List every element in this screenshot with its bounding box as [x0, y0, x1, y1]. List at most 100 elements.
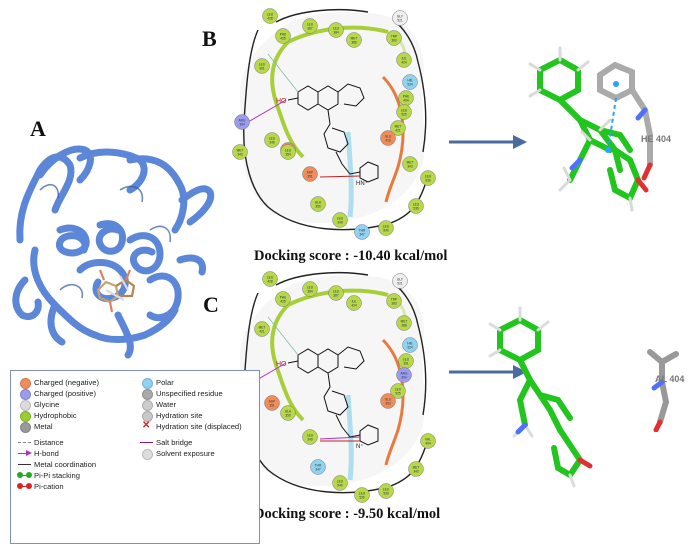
legend-circle-icon — [17, 411, 33, 422]
legend-arrow-icon — [17, 449, 33, 458]
svg-text:THR: THR — [359, 229, 366, 233]
legend-circle-icon — [139, 389, 155, 400]
svg-text:THR: THR — [315, 464, 322, 468]
svg-text:353: 353 — [385, 402, 391, 406]
svg-text:347: 347 — [315, 468, 321, 472]
arrow-b — [449, 135, 527, 149]
legend-label: Hydration site (displaced) — [156, 422, 242, 431]
legend-circle-icon — [139, 378, 155, 389]
svg-text:PHE: PHE — [403, 95, 410, 99]
svg-text:MET: MET — [401, 320, 408, 324]
legend-dashed-line-icon — [17, 438, 33, 447]
svg-text:LEU: LEU — [337, 480, 344, 484]
svg-text:GLY: GLY — [397, 15, 404, 19]
svg-text:LEU: LEU — [425, 175, 432, 179]
svg-text:383: 383 — [391, 39, 397, 43]
legend-label: Hydration site — [156, 411, 203, 420]
svg-text:LEU: LEU — [333, 290, 340, 294]
svg-text:GLY: GLY — [397, 278, 404, 282]
svg-text:540: 540 — [383, 229, 389, 233]
panel-c-label: C — [203, 292, 219, 317]
svg-text:HIE: HIE — [407, 79, 412, 83]
svg-text:425: 425 — [280, 37, 286, 41]
svg-text:536: 536 — [359, 496, 365, 500]
svg-text:351: 351 — [269, 404, 275, 408]
legend-circle-icon — [17, 422, 33, 433]
svg-text:MET: MET — [237, 149, 244, 153]
svg-text:ARG: ARG — [239, 119, 246, 123]
legend-label: Charged (positive) — [34, 389, 97, 398]
residue-label-c: AL 404 — [655, 374, 685, 384]
svg-text:LEU: LEU — [267, 13, 274, 17]
svg-text:419: 419 — [385, 139, 391, 143]
svg-text:HN⁺: HN⁺ — [356, 180, 368, 187]
legend-line-icon — [17, 460, 33, 469]
svg-text:LEU: LEU — [333, 27, 340, 31]
ligand-3d-pose-c — [488, 306, 593, 488]
legend-label: Metal — [34, 422, 53, 431]
svg-text:383: 383 — [391, 302, 397, 306]
svg-text:387: 387 — [307, 27, 313, 31]
svg-text:384: 384 — [333, 31, 339, 35]
svg-text:VAL: VAL — [425, 438, 431, 442]
legend-green-dots-icon — [17, 471, 33, 480]
legend-circle-icon — [17, 378, 33, 389]
legend-cross-icon: ✕ — [142, 420, 151, 431]
svg-text:350: 350 — [285, 414, 291, 418]
svg-text:ARG: ARG — [401, 372, 408, 376]
panel-b-label: B — [202, 26, 217, 51]
svg-text:525: 525 — [401, 113, 407, 117]
svg-text:LEU: LEU — [267, 276, 274, 280]
svg-text:347: 347 — [359, 233, 365, 237]
svg-text:521: 521 — [397, 282, 403, 286]
legend-red-dots-icon — [17, 482, 33, 491]
svg-text:ASP: ASP — [269, 400, 275, 404]
svg-text:LEU: LEU — [403, 358, 410, 362]
svg-text:MET: MET — [259, 326, 266, 330]
svg-text:MET: MET — [413, 466, 420, 470]
docking-score-c: Docking score : -9.50 kcal/mol — [254, 506, 441, 522]
svg-text:540: 540 — [337, 484, 343, 488]
svg-text:LEU: LEU — [307, 23, 314, 27]
svg-text:LEU: LEU — [269, 137, 276, 141]
svg-text:TRP: TRP — [391, 298, 397, 302]
svg-text:539: 539 — [425, 179, 431, 183]
svg-text:521: 521 — [397, 19, 403, 23]
svg-text:ASP: ASP — [307, 171, 313, 175]
arrow-c — [449, 365, 527, 379]
svg-text:LEU: LEU — [359, 492, 366, 496]
svg-text:ILE: ILE — [402, 57, 407, 61]
legend-circle-icon — [139, 411, 155, 422]
legend-label: Distance — [34, 438, 64, 447]
svg-text:LEU: LEU — [383, 488, 390, 492]
svg-text:424: 424 — [351, 304, 357, 308]
svg-text:TRP: TRP — [391, 35, 397, 39]
svg-text:LEU: LEU — [395, 388, 402, 392]
svg-text:ILE: ILE — [352, 300, 357, 304]
svg-text:MET: MET — [395, 125, 402, 129]
